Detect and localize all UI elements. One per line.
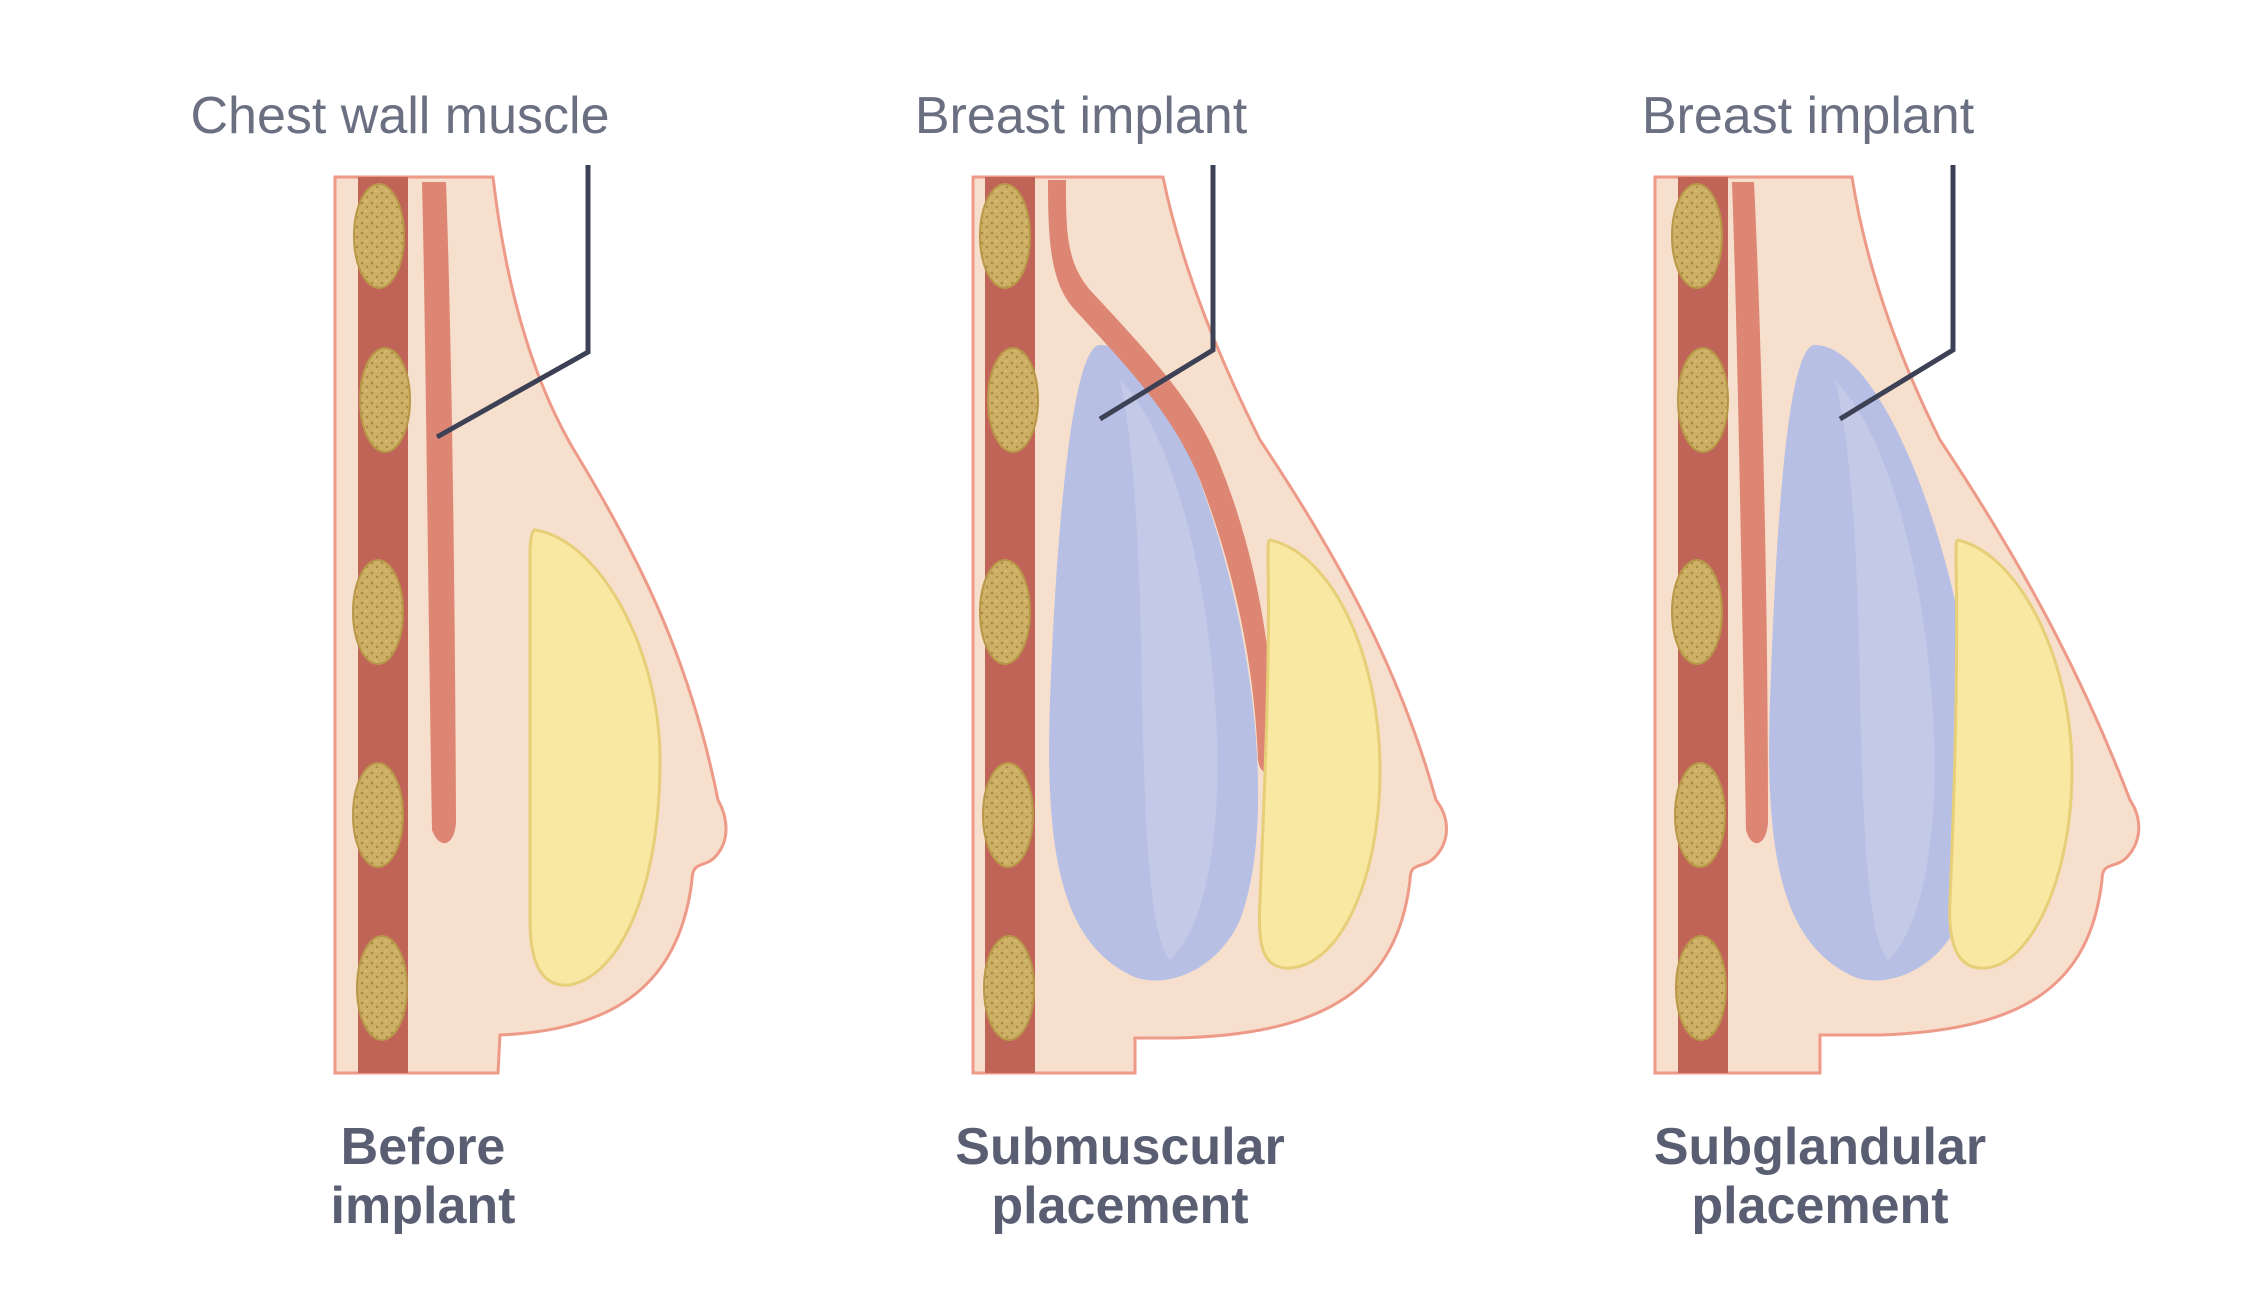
- rib-bones: [1671, 183, 1729, 1041]
- rib-bones: [352, 183, 411, 1041]
- callout-label-chest-wall-muscle: Chest wall muscle: [190, 87, 609, 145]
- mammary-gland: [528, 528, 662, 987]
- panel-subglandular-placement: Breast implant Subglandular placement: [1642, 87, 2141, 1235]
- panel-caption-line2: placement: [1691, 1177, 1948, 1235]
- panel-before-implant: Chest wall muscle Before implant: [190, 87, 728, 1235]
- chest-wall-muscle: [1048, 180, 1275, 773]
- callout-label-breast-implant: Breast implant: [1642, 87, 1975, 145]
- chest-wall-muscle: [422, 182, 456, 844]
- implant-highlight: [1120, 380, 1218, 960]
- panel-caption-line1: Subglandular: [1654, 1118, 1986, 1176]
- implant-highlight: [1835, 380, 1935, 960]
- panel-caption-line2: implant: [331, 1177, 516, 1235]
- mammary-gland: [1948, 538, 2074, 970]
- callout-leader-line: [1098, 165, 1216, 422]
- callout-label-breast-implant: Breast implant: [915, 87, 1248, 145]
- callout-leader-line: [435, 165, 591, 440]
- rib-bones: [979, 183, 1039, 1041]
- chest-wall-muscle: [1732, 182, 1768, 844]
- panel-caption-line1: Submuscular: [955, 1118, 1284, 1176]
- callout-leader-line: [1838, 165, 1956, 422]
- panel-submuscular-placement: Breast implant Submuscular placement: [915, 87, 1448, 1235]
- panel-caption-line1: Before: [341, 1118, 506, 1176]
- mammary-gland: [1257, 538, 1382, 970]
- panel-caption-line2: placement: [991, 1177, 1248, 1235]
